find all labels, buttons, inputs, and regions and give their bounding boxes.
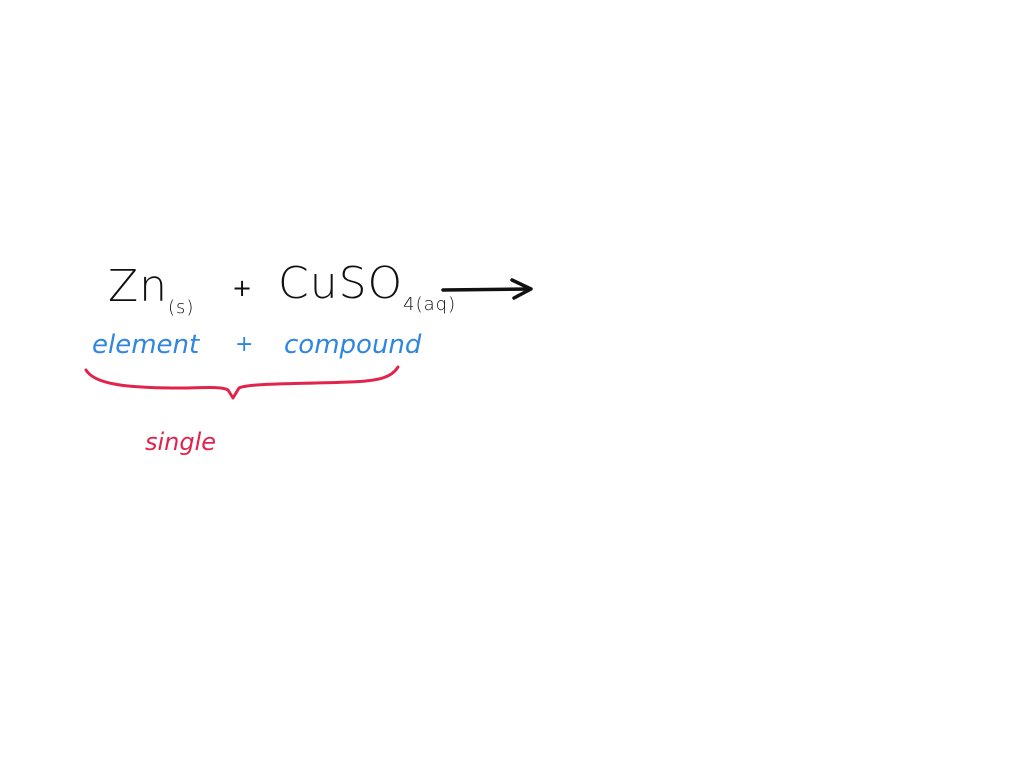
reactant-zn: Zn(s) xyxy=(108,265,194,317)
label-reaction-type: single xyxy=(145,428,217,456)
curly-brace-icon xyxy=(84,365,400,400)
reactant-cuso4-symbol: CuSO xyxy=(278,258,404,309)
reactant-cuso4: CuSO4(aq) xyxy=(278,262,456,314)
equation-plus: + xyxy=(232,274,253,302)
reactant-zn-symbol: Zn xyxy=(108,261,169,312)
label-plus: + xyxy=(235,332,254,357)
reactant-cuso4-subscript: 4 xyxy=(403,294,416,315)
arrow-right-icon xyxy=(441,278,533,300)
reactant-zn-state: (s) xyxy=(168,297,195,318)
label-compound: compound xyxy=(284,330,422,360)
reactant-cuso4-state: (aq) xyxy=(415,294,457,315)
label-element: element xyxy=(92,330,200,360)
